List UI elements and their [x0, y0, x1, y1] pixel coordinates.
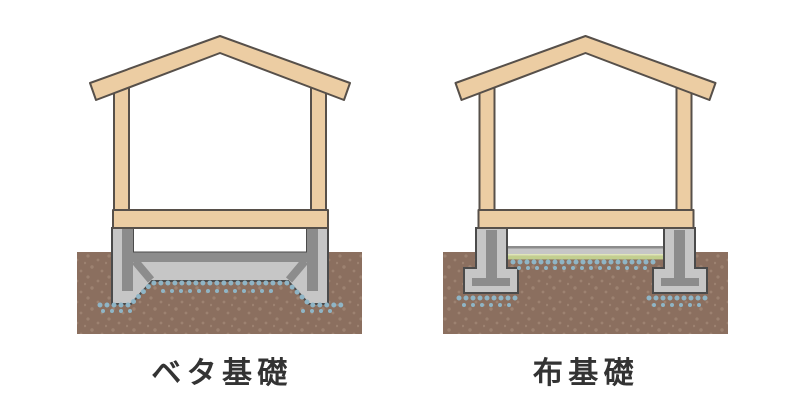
strip-footing-shading [472, 230, 699, 286]
gravel-dots [456, 259, 715, 307]
moisture-slab [507, 246, 664, 260]
caption-strip-foundation: 布基礎 [532, 357, 640, 390]
mat-foundation-shading [122, 229, 318, 291]
house-frame [89, 35, 351, 229]
figure-strip-foundation [443, 35, 728, 334]
caption-mat-foundation: ベタ基礎 [151, 357, 293, 390]
figure-mat-foundation [77, 35, 362, 334]
house-frame [454, 35, 717, 229]
gravel-dots [97, 280, 344, 313]
